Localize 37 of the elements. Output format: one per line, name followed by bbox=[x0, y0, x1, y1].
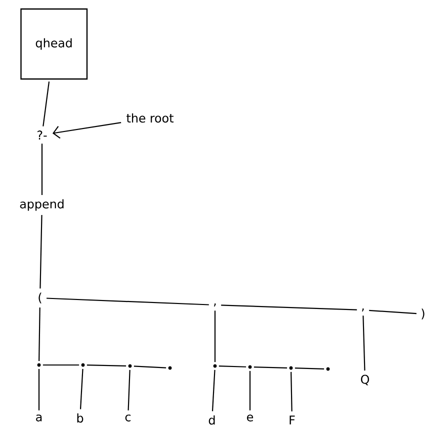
connector-line bbox=[218, 366, 246, 368]
connector-line bbox=[41, 144, 43, 195]
connector-line bbox=[221, 304, 357, 310]
tree-label: ( bbox=[38, 292, 42, 304]
arrow bbox=[52, 122, 122, 139]
connector-line bbox=[294, 368, 324, 370]
tree-label: append bbox=[20, 199, 64, 211]
tree-label: , bbox=[362, 308, 364, 312]
tree-label: b bbox=[77, 413, 84, 423]
tree-label: ?- bbox=[38, 130, 47, 140]
connector-line bbox=[369, 310, 417, 314]
connector-line bbox=[128, 370, 130, 410]
connector-line bbox=[42, 82, 50, 126]
connector-line bbox=[214, 310, 216, 362]
connector-line bbox=[40, 215, 42, 288]
tree-label: c bbox=[125, 414, 131, 422]
connector-line bbox=[290, 372, 292, 412]
connector-line bbox=[46, 298, 209, 306]
tree-label: a bbox=[36, 414, 42, 422]
tree-label: , bbox=[214, 304, 216, 306]
connector-line bbox=[362, 316, 366, 371]
tree-label: ) bbox=[422, 308, 424, 320]
connector-line bbox=[42, 364, 80, 366]
connector-line bbox=[212, 370, 216, 412]
tree-label: d bbox=[208, 415, 215, 425]
annotation-text: the root bbox=[126, 113, 174, 123]
connector-line bbox=[38, 308, 40, 362]
connector-line bbox=[80, 368, 84, 410]
connector-line bbox=[86, 364, 126, 366]
label-box: qhead bbox=[20, 8, 88, 80]
connector-line bbox=[249, 370, 251, 410]
tree-label: Q bbox=[360, 374, 370, 386]
connector-line bbox=[254, 366, 288, 368]
tree-label: F bbox=[290, 416, 295, 424]
connector-line bbox=[38, 368, 40, 410]
connector-line bbox=[134, 366, 166, 368]
tree-label: e bbox=[246, 414, 254, 422]
